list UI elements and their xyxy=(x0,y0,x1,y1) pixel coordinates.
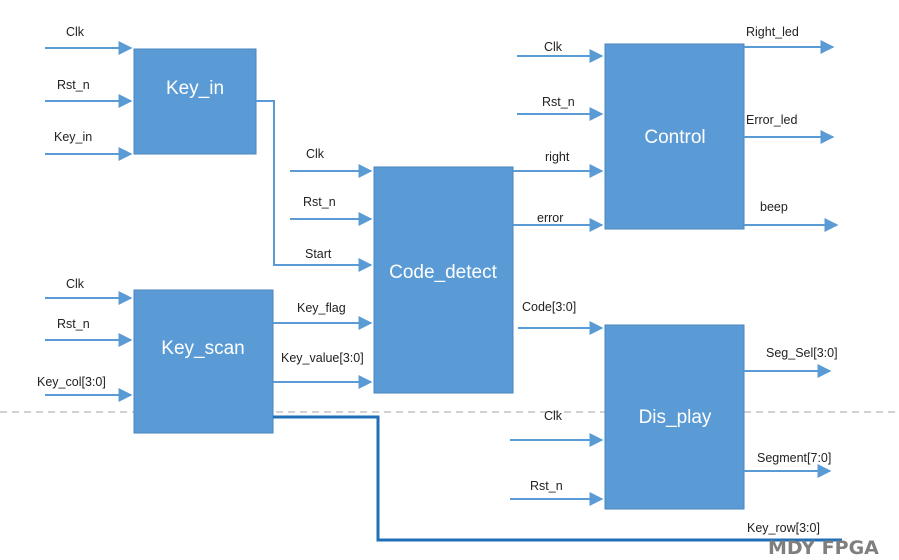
start-wire xyxy=(256,100,373,272)
code-detect-clk-label: Clk xyxy=(306,147,325,161)
key-in-block-label: Key_in xyxy=(166,78,224,99)
control-rst-label: Rst_n xyxy=(542,95,575,109)
right-label: right xyxy=(545,150,570,164)
key-scan-block: Key_scan xyxy=(133,289,274,434)
key-scan-block-label: Key_scan xyxy=(161,338,244,359)
display-rst-label: Rst_n xyxy=(530,479,563,493)
control-block: Control xyxy=(604,43,745,230)
display-clk-label: Clk xyxy=(544,409,563,423)
key-scan-clk-label: Clk xyxy=(66,277,85,291)
key-in-block: Key_in xyxy=(133,48,257,155)
code-label: Code[3:0] xyxy=(522,300,576,314)
error-led-label: Error_led xyxy=(746,113,797,127)
control-clk-label: Clk xyxy=(544,40,563,54)
error-label: error xyxy=(537,211,563,225)
key-in-rst-label: Rst_n xyxy=(57,78,90,92)
key-scan-rst-label: Rst_n xyxy=(57,317,90,331)
code-detect-rst-label: Rst_n xyxy=(303,195,336,209)
dis-play-block: Dis_play xyxy=(604,324,745,510)
segment-label: Segment[7:0] xyxy=(757,451,831,465)
key-row-wire xyxy=(273,415,842,542)
code-detect-block: Code_detect xyxy=(373,166,514,394)
key-value-label: Key_value[3:0] xyxy=(281,351,364,365)
beep-label: beep xyxy=(760,200,788,214)
key-in-keyin-label: Key_in xyxy=(54,130,92,144)
key-scan-keycol-label: Key_col[3:0] xyxy=(37,375,106,389)
seg-sel-label: Seg_Sel[3:0] xyxy=(766,346,838,360)
key-row-label: Key_row[3:0] xyxy=(747,521,820,535)
key-in-clk-label: Clk xyxy=(66,25,85,39)
watermark-logo: MDY FPGA xyxy=(768,537,879,559)
right-led-label: Right_led xyxy=(746,25,799,39)
code-detect-block-label: Code_detect xyxy=(389,262,497,283)
dis-play-block-label: Dis_play xyxy=(639,407,712,428)
code-detect-start-label: Start xyxy=(305,247,332,261)
key-flag-label: Key_flag xyxy=(297,301,346,315)
control-block-label: Control xyxy=(644,127,705,148)
